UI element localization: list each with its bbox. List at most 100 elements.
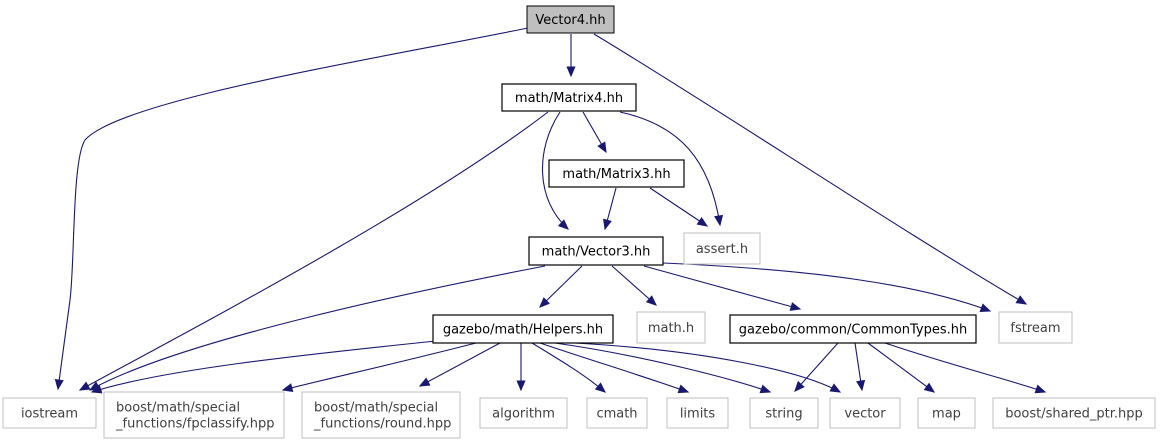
edge-arrowhead (281, 383, 294, 393)
node-label: string (765, 407, 802, 422)
edge-vector4-to-matrix4 (566, 34, 576, 78)
node-label: math/Vector3.hh (542, 245, 651, 260)
edge-arrowhead (979, 303, 992, 312)
node-vector3[interactable]: math/Vector3.hh (528, 236, 664, 266)
node-label: _functions/fpclassify.hpp (115, 417, 275, 432)
node-cmath: cmath (586, 397, 648, 429)
edge-line (884, 342, 1046, 393)
node-label: Vector4.hh (535, 13, 605, 28)
node-label: boost/math/special (314, 401, 438, 416)
edge-line (593, 33, 1027, 305)
node-string: string (749, 397, 819, 429)
node-box (526, 5, 615, 34)
node-box (829, 397, 901, 429)
edge-line (91, 340, 437, 393)
edge-common-to-string (794, 342, 839, 392)
edge-arrowhead (539, 297, 550, 308)
edge-line (57, 27, 529, 390)
edge-arrowhead (789, 302, 802, 311)
node-label: algorithm (492, 407, 555, 422)
edge-line (539, 342, 689, 393)
node-box (917, 397, 976, 429)
node-label: gazebo/math/Helpers.hh (443, 323, 603, 338)
edge-vector3-to-mathh (611, 265, 657, 306)
edge-line (542, 111, 569, 230)
edge-arrowhead (418, 377, 431, 387)
node-box (729, 314, 977, 344)
edge-helpers-to-cmath (531, 342, 606, 393)
edge-matrix4-to-iostream (78, 111, 549, 391)
node-label: limits (680, 407, 716, 422)
edge-common-to-map (867, 342, 936, 393)
node-fstream: fstream (998, 311, 1073, 344)
edge-arrowhead (923, 382, 936, 393)
edge-line (867, 342, 935, 393)
edge-arrowhead (794, 380, 805, 392)
node-label: boost/math/special (116, 401, 240, 416)
node-box (548, 159, 685, 188)
edge-matrix4-to-assert (619, 111, 724, 227)
node-label: assert.h (696, 242, 748, 257)
edge-matrix4-to-vector3 (542, 111, 569, 230)
edge-arrowhead (90, 384, 103, 394)
node-label: fstream (1010, 321, 1060, 336)
node-label: math.h (648, 321, 694, 336)
edge-arrowhead (1034, 384, 1047, 394)
edge-arrowhead (645, 295, 657, 306)
edge-line (89, 265, 546, 391)
node-label: _functions/round.hpp (313, 417, 451, 432)
node-assert: assert.h (683, 232, 761, 265)
edge-line (611, 265, 657, 306)
edge-arrowhead (714, 214, 724, 227)
edge-line (662, 262, 991, 312)
node-box (301, 391, 461, 439)
edge-arrowhead (696, 216, 709, 227)
edge-arrowhead (597, 141, 607, 154)
node-label: map (932, 407, 961, 422)
edge-vector4-to-fstream (593, 33, 1028, 305)
node-box (998, 311, 1073, 344)
edge-helpers-to-limits (539, 342, 690, 394)
node-box (528, 236, 664, 266)
edge-arrowhead (1015, 295, 1028, 305)
edge-vector3-to-helpers (539, 265, 583, 308)
node-matrix3[interactable]: math/Matrix3.hh (548, 159, 685, 188)
edge-arrowhead (54, 378, 64, 391)
node-mathh: math.h (636, 311, 706, 344)
node-vector: vector (829, 397, 901, 429)
edge-line (554, 342, 771, 393)
node-label: cmath (596, 407, 637, 422)
edge-line (643, 265, 801, 310)
node-iostream: iostream (2, 397, 97, 429)
edge-arrowhead (566, 66, 576, 78)
node-box (2, 397, 97, 429)
edge-arrowhead (603, 218, 612, 231)
edge-matrix4-to-matrix3 (582, 111, 607, 154)
node-label: gazebo/common/CommonTypes.hh (739, 323, 967, 338)
edge-arrowhead (759, 384, 772, 394)
edge-common-to-vector (854, 342, 866, 392)
node-limits: limits (666, 397, 729, 429)
edge-arrowhead (516, 380, 526, 392)
edge-helpers-to-round (418, 342, 501, 387)
edge-line (539, 265, 583, 308)
edge-line (419, 342, 501, 387)
node-common[interactable]: gazebo/common/CommonTypes.hh (729, 314, 977, 344)
node-label: iostream (21, 407, 78, 422)
edge-vector3-to-common (643, 265, 802, 311)
node-label: vector (844, 407, 886, 422)
node-label: math/Matrix3.hh (562, 167, 670, 182)
node-matrix4[interactable]: math/Matrix4.hh (501, 83, 637, 112)
node-box (749, 397, 819, 429)
node-box (586, 397, 648, 429)
node-round: boost/math/special_functions/round.hpp (301, 391, 461, 439)
node-box (103, 391, 285, 439)
node-label: boost/shared_ptr.hpp (1005, 407, 1143, 422)
node-box (992, 397, 1156, 429)
node-helpers[interactable]: gazebo/math/Helpers.hh (432, 314, 614, 344)
node-box (666, 397, 729, 429)
edge-arrowhead (594, 382, 606, 393)
node-sharedptr: boost/shared_ptr.hpp (992, 397, 1156, 429)
edge-matrix3-to-assert (649, 187, 709, 227)
edge-matrix3-to-vector3 (603, 187, 617, 231)
